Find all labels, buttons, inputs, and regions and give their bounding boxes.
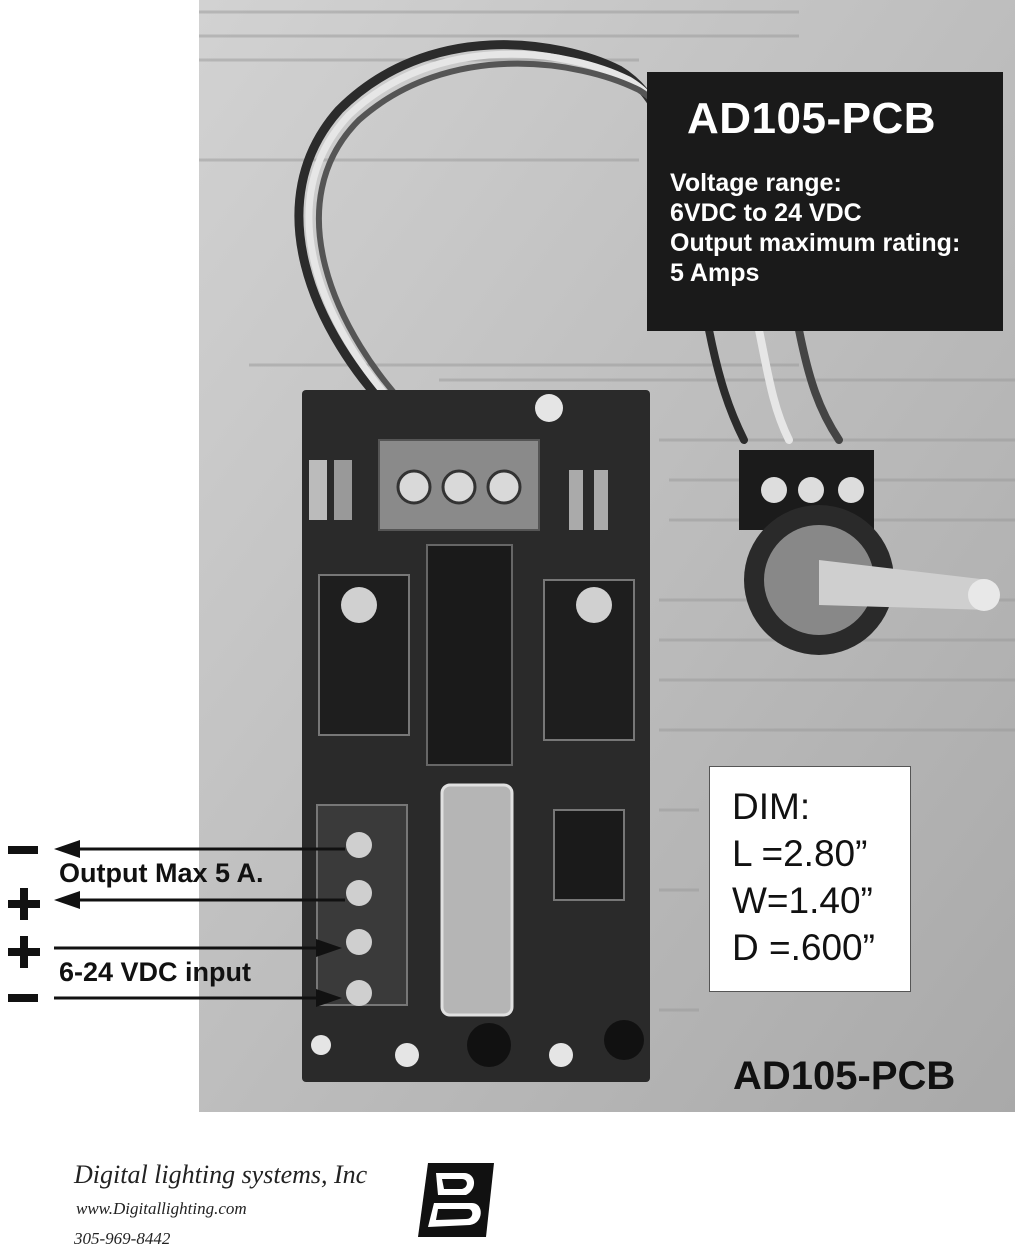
dimension-line: D =.600” bbox=[732, 927, 875, 968]
dimension-line: L =2.80” bbox=[732, 833, 868, 874]
plus-icon bbox=[8, 936, 40, 968]
spec-line: Voltage range: bbox=[670, 169, 842, 197]
spec-line: 6VDC to 24 VDC bbox=[670, 199, 862, 227]
spec-lines: Voltage range: 6VDC to 24 VDC Output max… bbox=[670, 168, 960, 288]
company-phone: 305-969-8442 bbox=[74, 1229, 171, 1248]
output-label: Output Max 5 A. bbox=[59, 858, 264, 888]
company-name: Digital lighting systems, Inc bbox=[74, 1160, 368, 1189]
dimension-line: W=1.40” bbox=[732, 880, 873, 921]
arrow-right-icon bbox=[54, 939, 342, 957]
spec-line: Output maximum rating: bbox=[670, 229, 961, 257]
arrow-left-icon bbox=[54, 891, 345, 909]
dls-logo-icon bbox=[418, 1163, 494, 1237]
arrow-left-icon bbox=[54, 840, 345, 858]
company-url[interactable]: www.Digitallighting.com bbox=[76, 1199, 247, 1218]
input-label: 6-24 VDC input bbox=[59, 957, 252, 987]
dimension-lines: DIM: L =2.80” W=1.40” D =.600” bbox=[732, 783, 875, 971]
board-caption: AD105-PCB bbox=[733, 1054, 956, 1098]
dimension-line: DIM: bbox=[732, 786, 811, 827]
spec-box: AD105-PCB Voltage range: 6VDC to 24 VDC … bbox=[647, 72, 1003, 331]
dimensions-box: DIM: L =2.80” W=1.40” D =.600” bbox=[709, 766, 911, 992]
wiring-arrows bbox=[8, 840, 345, 1007]
plus-icon bbox=[8, 888, 40, 920]
arrow-right-icon bbox=[54, 989, 342, 1007]
minus-icon bbox=[8, 846, 38, 854]
spec-title: AD105-PCB bbox=[687, 94, 937, 143]
minus-icon bbox=[8, 994, 38, 1002]
spec-line: 5 Amps bbox=[670, 259, 760, 287]
